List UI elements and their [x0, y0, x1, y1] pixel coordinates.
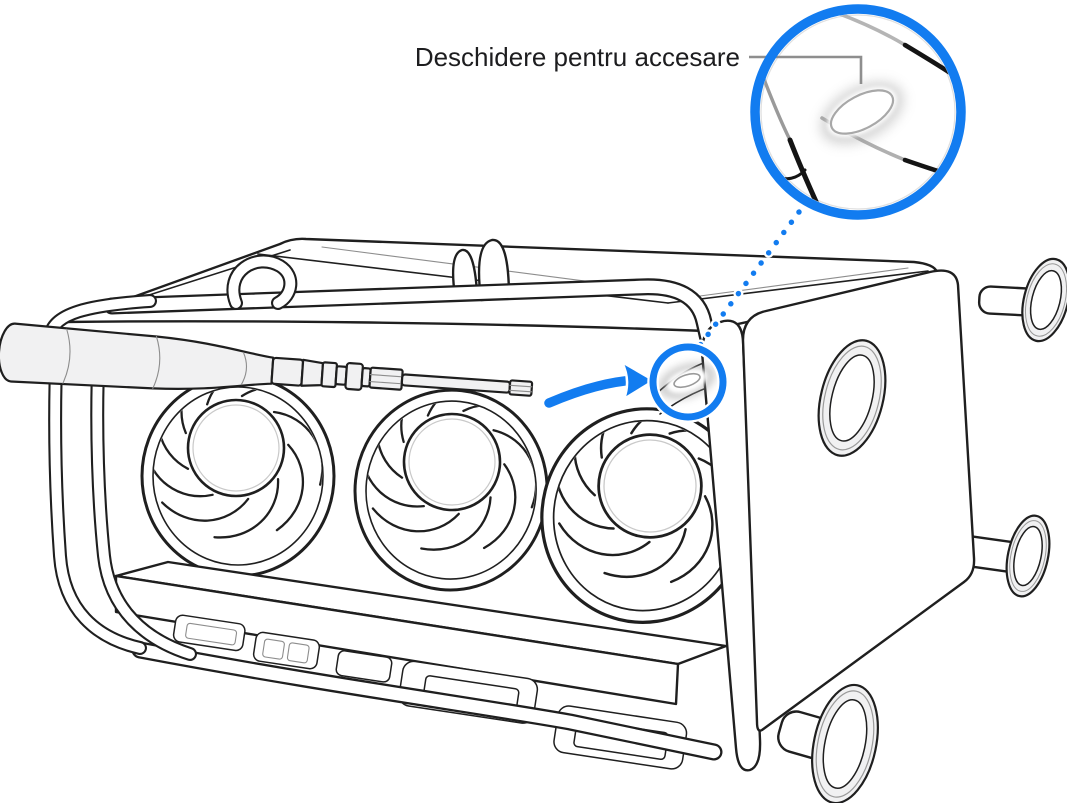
foot-disc-back-top [1021, 257, 1067, 343]
frame-tubes-left [48, 357, 197, 661]
magnified-detail [760, 14, 956, 209]
foot-disc-front-top [817, 339, 887, 457]
magnified-opening [829, 89, 895, 135]
callout-leader-line [749, 55, 863, 84]
magnifier-ring [750, 4, 966, 220]
dotted-connector [693, 207, 804, 353]
callout-annotations: Deschidere pentru accesare [415, 4, 966, 423]
mac-pro-device [0, 237, 1067, 803]
panel-face [741, 269, 976, 732]
foot-disc-back-bottom [1005, 514, 1051, 598]
foot-disc-front-bottom [811, 683, 879, 803]
magnifier-callout [749, 4, 966, 220]
access-opening [673, 372, 701, 389]
hex-tool [0, 322, 534, 397]
side-panel [700, 257, 1067, 803]
access-arrow-icon [541, 358, 657, 411]
hex-bit [368, 366, 404, 391]
frame-tube-bottom [131, 641, 723, 761]
access-opening-marker [647, 341, 729, 423]
callout-label: Deschidere pentru accesare [415, 42, 740, 72]
